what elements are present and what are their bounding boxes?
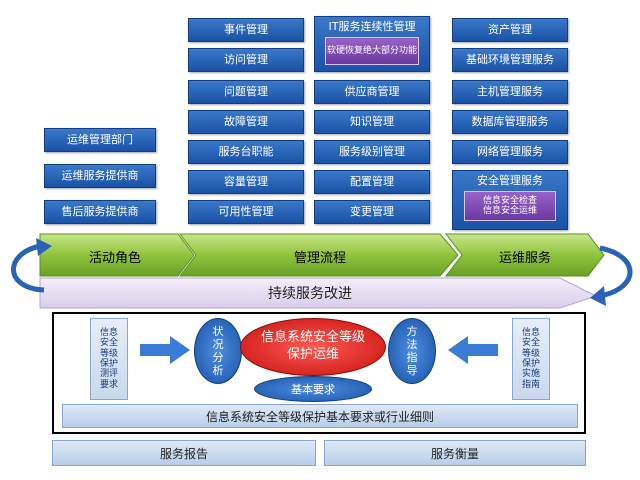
green-arrow-band bbox=[11, 233, 633, 309]
proc-servicedesk: 服务台职能 bbox=[188, 140, 304, 164]
right-loop-arrow bbox=[599, 245, 633, 299]
basic-req-oval: 基本要求 bbox=[254, 376, 372, 402]
right-loop-arrowhead bbox=[590, 286, 606, 306]
arrow-process bbox=[178, 233, 459, 277]
svc-database: 数据库管理服务 bbox=[452, 110, 568, 134]
right-inward-arrow bbox=[448, 336, 498, 364]
proc-config: 配置管理 bbox=[314, 170, 430, 194]
proc-fault: 故障管理 bbox=[188, 110, 304, 134]
impl-guide-text: 信息安全等级保护实施指南 bbox=[521, 327, 540, 390]
role-ops-provider: 运维服务提供商 bbox=[44, 164, 156, 188]
label-process: 管理流程 bbox=[293, 250, 346, 266]
improve-label: 持续服务改进 bbox=[268, 286, 352, 302]
role-aftersales-provider: 售后服务提供商 bbox=[44, 200, 156, 224]
arrow-service bbox=[444, 233, 605, 277]
base-bar: 信息系统安全等级保护基本要求或行业细则 bbox=[62, 404, 578, 428]
proc-service-level: 服务级别管理 bbox=[314, 140, 430, 164]
center-title-oval: 信息系统安全等级保护运维 bbox=[240, 318, 386, 376]
left-loop-arrow bbox=[11, 243, 45, 293]
label-service: 运维服务 bbox=[498, 250, 551, 266]
status-analysis-oval: 状况分析 bbox=[194, 318, 242, 384]
proc-change: 变更管理 bbox=[314, 200, 430, 224]
status-analysis-text: 状况分析 bbox=[212, 324, 224, 378]
proc-availability: 可用性管理 bbox=[188, 200, 304, 224]
security-check: 信息安全检查 bbox=[482, 195, 537, 206]
proc-access: 访问管理 bbox=[188, 48, 304, 72]
arrow-roles bbox=[39, 233, 195, 277]
service-measure: 服务衡量 bbox=[324, 440, 586, 466]
improve-bar bbox=[39, 277, 598, 309]
security-sub-box: 信息安全检查 信息安全运维 bbox=[464, 191, 556, 222]
svc-asset: 资产管理 bbox=[452, 18, 568, 42]
method-guide-oval: 方法指导 bbox=[388, 318, 436, 384]
svc-network: 网络管理服务 bbox=[452, 140, 568, 164]
impl-guide-box: 信息安全等级保护实施指南 bbox=[512, 318, 550, 400]
security-ops: 信息安全运维 bbox=[482, 206, 537, 217]
eval-req-box: 信息安全等级保护测评要求 bbox=[90, 318, 128, 400]
proc-it-continuity: IT服务连续性管理 软硬恢复绝大部分功能 bbox=[314, 16, 430, 72]
svc-security-label: 安全管理服务 bbox=[477, 174, 543, 187]
svc-environment: 基础环境管理服务 bbox=[452, 48, 568, 72]
proc-capacity: 容量管理 bbox=[188, 170, 304, 194]
eval-req-text: 信息安全等级保护测评要求 bbox=[99, 327, 118, 390]
role-ops-dept: 运维管理部门 bbox=[44, 128, 156, 152]
svc-host: 主机管理服务 bbox=[452, 80, 568, 104]
proc-supplier: 供应商管理 bbox=[314, 80, 430, 104]
label-roles: 活动角色 bbox=[88, 250, 141, 266]
svc-security: 安全管理服务 信息安全检查 信息安全运维 bbox=[452, 170, 568, 230]
left-loop-arrowhead bbox=[36, 238, 52, 256]
proc-event: 事件管理 bbox=[188, 18, 304, 42]
proc-problem: 问题管理 bbox=[188, 80, 304, 104]
it-continuity-label: IT服务连续性管理 bbox=[328, 20, 416, 33]
proc-knowledge: 知识管理 bbox=[314, 110, 430, 134]
method-guide-text: 方法指导 bbox=[406, 324, 418, 378]
left-inward-arrow bbox=[140, 336, 190, 364]
recovery-note: 软硬恢复绝大部分功能 bbox=[325, 37, 419, 66]
inward-arrows bbox=[140, 336, 498, 364]
service-report: 服务报告 bbox=[52, 440, 316, 466]
